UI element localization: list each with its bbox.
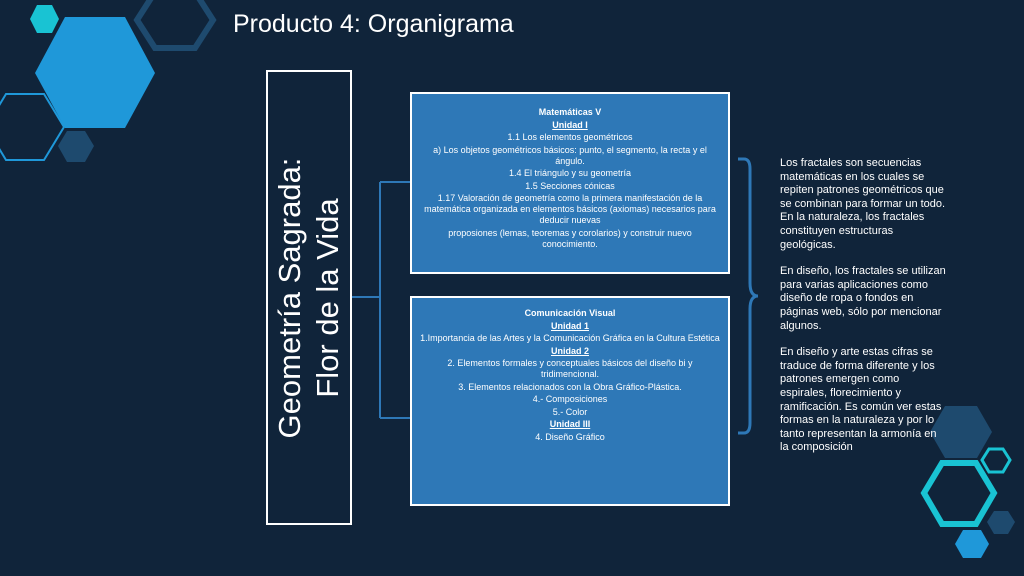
hexagon-icon	[30, 5, 59, 33]
main-topic-label: Geometría Sagrada: Flor de la Vida	[271, 78, 347, 518]
matematicas-unidad-label: Unidad I	[552, 119, 588, 130]
fractales-paragraph: En diseño y arte estas cifras se traduce…	[780, 346, 942, 454]
hexagon-icon	[133, 0, 217, 51]
comunicacion-heading: Comunicación Visual	[524, 308, 616, 318]
matematicas-item: 1.1 Los elementos geométricos	[507, 132, 633, 142]
main-topic-line-2: Flor de la Vida	[310, 197, 345, 398]
matematicas-item: proposiones (lemas, teoremas y corolario…	[448, 227, 692, 249]
hexagon-icon	[35, 17, 155, 128]
matematicas-item: 1.4 El triángulo y su geometría	[508, 168, 632, 178]
comunicacion-unidad-1-label: Unidad 1	[550, 320, 589, 331]
slide-title: Producto 4: Organigrama	[233, 10, 514, 38]
fractales-paragraph: En diseño, los fractales se utilizan par…	[780, 265, 946, 332]
comunicacion-item: 5.- Color	[552, 406, 588, 417]
matematicas-item: a) Los objetos geométricos básicos: punt…	[433, 144, 707, 166]
matematicas-heading: Matemáticas V	[538, 107, 602, 117]
comunicacion-item: 4. Diseño Gráfico	[535, 431, 605, 442]
matematicas-box: Matemáticas V Unidad I 1.1 Los elementos…	[410, 92, 730, 274]
fractales-description: Los fractales son secuencias matemáticas…	[780, 157, 948, 468]
matematicas-item: 1.17 Valoración de geometría como la pri…	[424, 193, 716, 225]
hexagon-icon	[920, 460, 998, 527]
fractales-paragraph: Los fractales son secuencias matemáticas…	[780, 157, 946, 251]
comunicacion-unidad-2-label: Unidad 2	[550, 345, 589, 356]
right-brace-icon	[738, 157, 759, 435]
comunicacion-box: Comunicación Visual Unidad 1 1.Importanc…	[410, 296, 730, 506]
hexagon-icon	[987, 511, 1015, 534]
comunicacion-item: 1.Importancia de las Artes y la Comunica…	[420, 333, 720, 343]
comunicacion-item: 2. Elementos formales y conceptuales bás…	[447, 358, 693, 379]
comunicacion-item: 4.- Composiciones	[532, 394, 608, 404]
hexagon-icon	[955, 530, 989, 558]
hexagon-icon	[980, 447, 1012, 474]
matematicas-item: 1.5 Secciones cónicas	[525, 180, 615, 191]
hexagon-icon	[58, 131, 94, 162]
org-connector	[352, 181, 412, 419]
hexagon-icon	[0, 93, 66, 161]
main-topic-box: Geometría Sagrada: Flor de la Vida	[266, 70, 352, 525]
main-topic-line-1: Geometría Sagrada:	[272, 157, 307, 438]
comunicacion-unidad-3-label: Unidad III	[549, 419, 591, 429]
comunicacion-item: 3. Elementos relacionados con la Obra Gr…	[458, 381, 682, 392]
